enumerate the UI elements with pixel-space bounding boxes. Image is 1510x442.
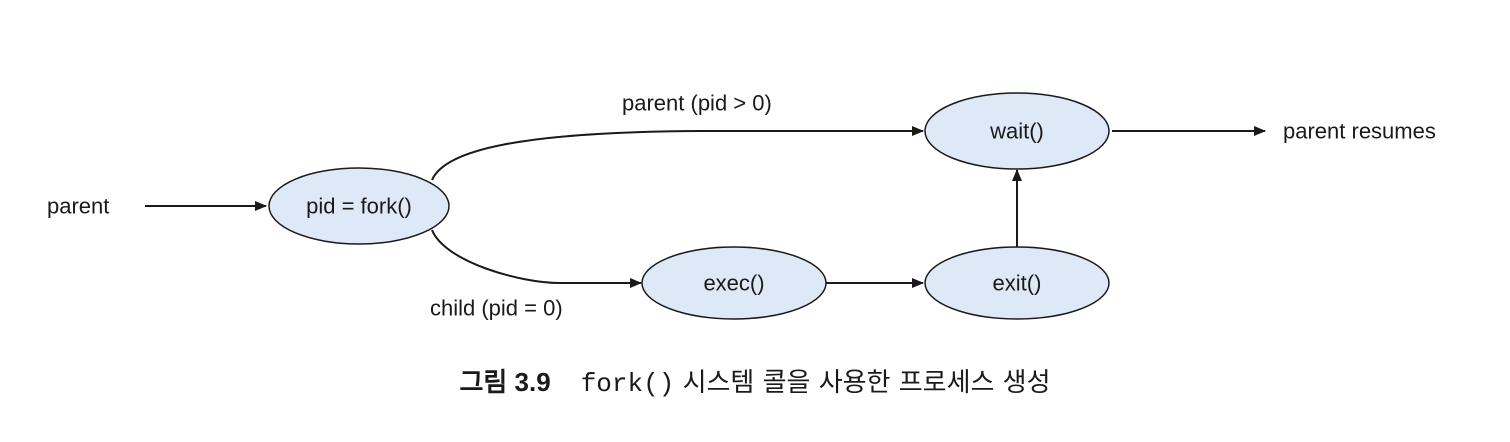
node-exec: exec() <box>641 246 827 320</box>
edge-fork-to-exec <box>431 229 642 288</box>
node-fork: pid = fork() <box>268 167 450 245</box>
node-wait-label: wait() <box>989 119 1044 144</box>
label-parent-branch: parent (pid > 0) <box>622 91 772 116</box>
node-exit-label: exit() <box>993 271 1042 296</box>
node-fork-shape <box>268 167 450 245</box>
node-exit: exit() <box>924 246 1110 320</box>
label-parent-resumes: parent resumes <box>1283 119 1436 144</box>
node-exec-shape <box>641 246 827 320</box>
edge-fork-to-wait <box>431 126 924 181</box>
edges <box>145 126 1266 288</box>
figure-caption: 그림 3.9 fork() 시스템 콜을 사용한 프로세스 생성 <box>0 362 1510 399</box>
label-child-branch: child (pid = 0) <box>430 296 563 321</box>
node-exec-label: exec() <box>703 271 764 296</box>
node-wait: wait() <box>924 92 1110 170</box>
node-wait-shape <box>924 92 1110 170</box>
caption-code: fork() <box>580 369 675 399</box>
caption-text: 시스템 콜을 사용한 프로세스 생성 <box>674 368 1051 398</box>
label-parent-in: parent <box>47 194 109 219</box>
node-exit-shape <box>924 246 1110 320</box>
figure-number: 그림 3.9 <box>459 367 551 397</box>
node-fork-label: pid = fork() <box>306 194 412 219</box>
